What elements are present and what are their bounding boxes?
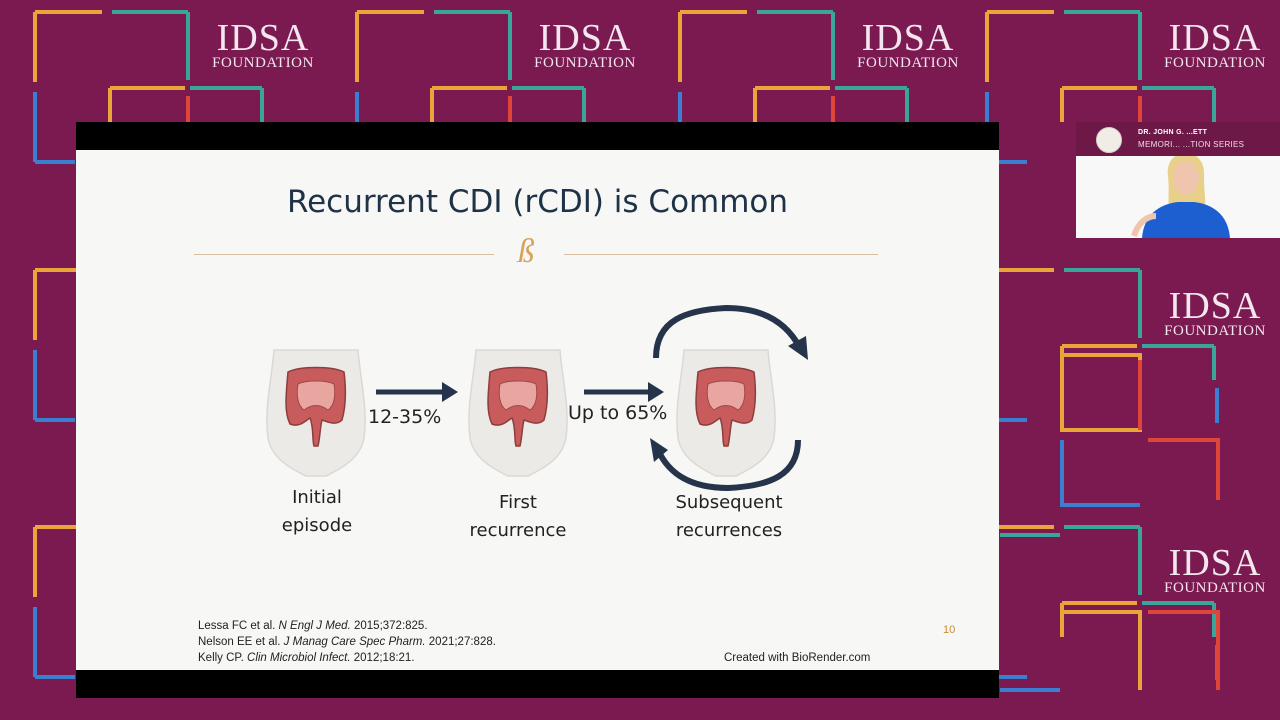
stage-label-line: Subsequent <box>675 492 783 513</box>
logo-line1: IDSA <box>861 17 955 59</box>
stage-label-line: recurrence <box>469 520 567 541</box>
logo-line2: FOUNDATION <box>857 55 959 71</box>
logo-line2: FOUNDATION <box>1164 55 1266 71</box>
webcam-header-title: DR. JOHN G. ...ETT <box>1138 129 1208 136</box>
logo-line1: IDSA <box>1168 542 1262 584</box>
reference-item: Kelly CP. Clin Microbiol Infect. 2012;18… <box>198 652 415 664</box>
idsa-foundation-logo: IDSA FOUNDATION <box>530 17 640 71</box>
reference-item: Nelson EE et al. J Manag Care Spec Pharm… <box>198 636 496 648</box>
logo-line2: FOUNDATION <box>1164 323 1266 339</box>
title-divider-right <box>564 254 878 255</box>
stage-label-line: episode <box>281 515 353 536</box>
biorender-credit: Created with BioRender.com <box>724 652 871 664</box>
arrow-right-icon <box>442 382 458 402</box>
colon-illustration-subsequent <box>676 349 776 477</box>
transition-label-first: 12-35% <box>368 406 442 428</box>
logo-line2: FOUNDATION <box>1164 580 1266 596</box>
webcam-header-subtitle: MEMORI... ...TION SERIES <box>1138 140 1245 149</box>
stage-label-line: Initial <box>292 487 342 508</box>
stage-label-initial: Initial episode <box>227 484 407 540</box>
presentation-frame: Recurrent CDI (rCDI) is Common ß <box>76 122 999 698</box>
cycle-arrow-bottom-head-icon <box>650 438 668 462</box>
transition-label-subsequent: Up to 65% <box>568 402 668 424</box>
logo-line2: FOUNDATION <box>534 55 636 71</box>
speaker-video <box>1076 156 1280 238</box>
webcam-header: DR. JOHN G. ...ETT MEMORI... ...TION SER… <box>1076 122 1280 156</box>
cycle-arrow-bottom-icon <box>655 439 801 492</box>
ornament-icon: ß <box>517 233 535 270</box>
colon-illustration-initial <box>266 349 366 477</box>
recurrence-diagram <box>266 304 808 492</box>
idsa-foundation-logo: IDSA FOUNDATION <box>853 17 963 71</box>
slide-title: Recurrent CDI (rCDI) is Common <box>286 184 789 220</box>
logo-line1: IDSA <box>538 17 632 59</box>
logo-line1: IDSA <box>216 17 310 59</box>
idsa-foundation-logo: IDSA FOUNDATION <box>208 17 318 71</box>
stage-label-subsequent: Subsequent recurrences <box>639 489 819 545</box>
presentation-slide: Recurrent CDI (rCDI) is Common ß <box>76 150 999 670</box>
cycle-arrow-top-icon <box>653 304 803 359</box>
stage-label-line: First <box>499 492 537 513</box>
logo-line1: IDSA <box>1168 17 1262 59</box>
slide-page-number: 10 <box>943 624 956 636</box>
logo-line2: FOUNDATION <box>212 55 314 71</box>
stage-label-first: First recurrence <box>428 489 608 545</box>
cycle-arrow-top-head-icon <box>788 336 808 360</box>
stage-label-line: recurrences <box>675 520 783 541</box>
title-divider-left <box>194 254 494 255</box>
colon-illustration-first <box>468 349 568 477</box>
speaker-webcam: DR. JOHN G. ...ETT MEMORI... ...TION SER… <box>1076 122 1280 238</box>
memorial-seal-icon <box>1096 127 1122 153</box>
references: Lessa FC et al. N Engl J Med. 2015;372:8… <box>198 618 496 666</box>
idsa-foundation-logo: IDSA FOUNDATION <box>1160 542 1270 596</box>
arrow-right-icon <box>648 382 664 402</box>
idsa-foundation-logo: IDSA FOUNDATION <box>1160 285 1270 339</box>
logo-line1: IDSA <box>1168 285 1262 327</box>
idsa-foundation-logo: IDSA FOUNDATION <box>1160 17 1270 71</box>
reference-item: Lessa FC et al. N Engl J Med. 2015;372:8… <box>198 620 428 632</box>
